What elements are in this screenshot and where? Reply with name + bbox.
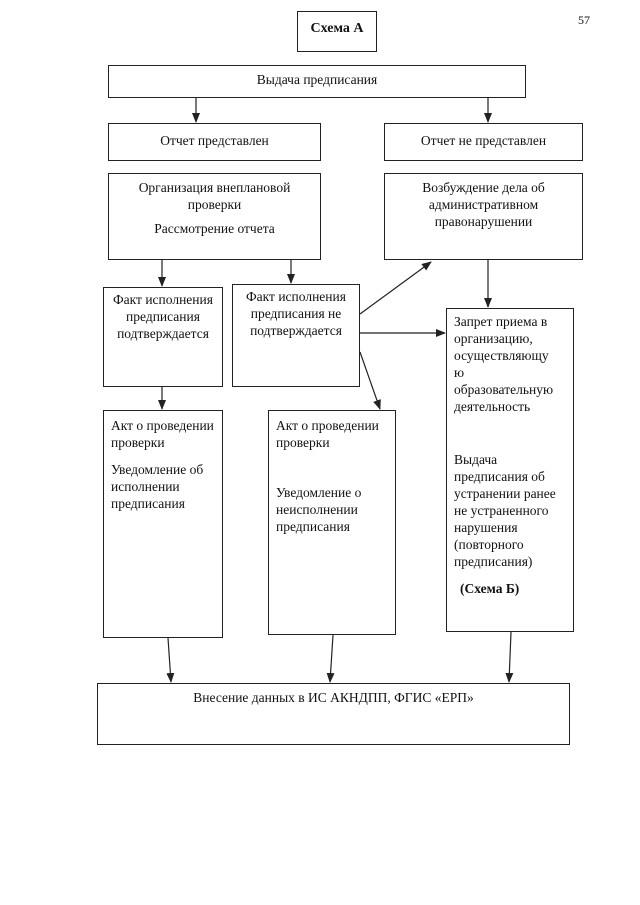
scheme-title: Схема А: [310, 21, 364, 36]
issue-order-box: Выдача предписания: [108, 65, 526, 98]
ban-admission-box: Запрет приема в организацию, осуществляю…: [446, 308, 574, 632]
arrow-notconfirmed-to-admin: [359, 261, 432, 315]
issue-order-text: Выдача предписания: [256, 72, 378, 87]
ban-admission-text-2: ю: [454, 365, 465, 380]
act-mid-text: Акт о проведении проверки: [276, 418, 379, 450]
fact-not-confirmed-text: Факт исполнения предписания не подтвержд…: [246, 289, 346, 338]
ban-admission-text-3: образовательную деятельность: [454, 382, 554, 414]
report-review-text: Рассмотрение отчета: [154, 221, 275, 236]
ban-admission-text-1: Запрет приема в организацию, осуществляю…: [454, 314, 549, 363]
act-left-text: Акт о проведении проверки: [111, 418, 214, 450]
report-not-submitted-text: Отчет не представлен: [420, 133, 547, 148]
notice-nonexec-text: Уведомление о неисполнении предписания: [276, 485, 362, 534]
act-mid-box: Акт о проведении проверки Уведомление о …: [268, 410, 396, 635]
report-submitted-text: Отчет представлен: [160, 133, 269, 148]
fact-confirmed-text: Факт исполнения предписания подтверждает…: [113, 292, 213, 341]
scheme-b-label: (Схема Б): [460, 581, 520, 596]
arrow-ban-to-data: [505, 631, 514, 683]
reissue-text: Выдача предписания об устранении ранее н…: [454, 452, 556, 569]
admin-case-box: Возбуждение дела об административном пра…: [384, 173, 583, 260]
report-submitted-box: Отчет представлен: [108, 123, 321, 161]
arrow-actmid-to-data: [326, 634, 335, 683]
fact-not-confirmed-box: Факт исполнения предписания не подтвержд…: [232, 284, 360, 387]
scheme-title-box: Схема А: [297, 11, 377, 52]
report-not-submitted-box: Отчет не представлен: [384, 123, 583, 161]
admin-case-text: Возбуждение дела об административном пра…: [422, 180, 545, 229]
fact-confirmed-box: Факт исполнения предписания подтверждает…: [103, 287, 223, 387]
unscheduled-check-text: Организация внеплановой проверки: [138, 180, 291, 212]
arrow-actleft-to-data: [166, 637, 175, 683]
notice-exec-text: Уведомление об исполнении предписания: [111, 462, 204, 511]
arrow-notconfirmed-to-act: [359, 351, 381, 410]
data-entry-text: Внесение данных в ИС АКНДПП, ФГИС «ЕРП»: [193, 690, 474, 705]
act-left-box: Акт о проведении проверки Уведомление об…: [103, 410, 223, 638]
data-entry-box: Внесение данных в ИС АКНДПП, ФГИС «ЕРП»: [97, 683, 570, 745]
page-number: 57: [578, 13, 590, 27]
unscheduled-check-box: Организация внеплановой проверки Рассмот…: [108, 173, 321, 260]
